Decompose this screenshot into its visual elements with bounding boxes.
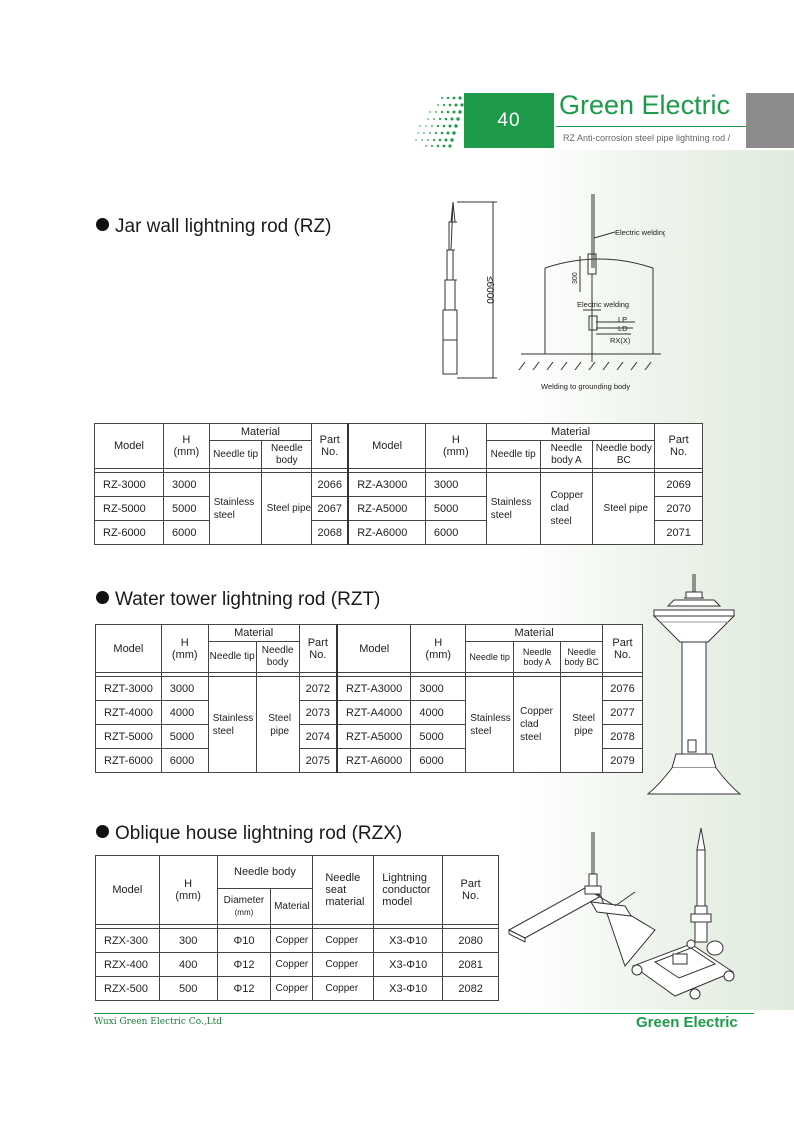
table-row: RZT-4000 4000 2073 RZT-A4000 4000 2077 bbox=[95, 700, 643, 725]
table-row: RZX-400 400 Φ12 Copper Copper X3-Φ10 208… bbox=[95, 952, 499, 977]
header-needle-body: Needle body bbox=[216, 855, 314, 889]
header-needle-body-bc: Needle body BC bbox=[560, 641, 604, 673]
header-material: Material bbox=[207, 624, 300, 642]
table-row: RZX-500 500 Φ12 Copper Copper X3-Φ10 208… bbox=[95, 976, 499, 1001]
header-dot-pattern bbox=[415, 96, 464, 148]
dim-300-label: 300 bbox=[572, 272, 579, 284]
header-gray-block bbox=[746, 93, 794, 148]
dim-height-label: ≤6000 bbox=[484, 276, 495, 304]
footer-brand: Green Electric bbox=[636, 1014, 738, 1031]
oblique-roof-illustration bbox=[507, 827, 735, 1000]
bullet-icon bbox=[96, 218, 109, 231]
label-electric-welding-top: Electric welding bbox=[615, 228, 665, 237]
label-electric-welding-mid: Electric welding bbox=[577, 300, 629, 309]
header-green-block bbox=[464, 93, 554, 148]
table-row: RZX-300 300 Φ10 Copper Copper X3-Φ10 208… bbox=[95, 928, 499, 953]
footer-divider bbox=[94, 1013, 754, 1014]
header-needle-body-a: Needle body A bbox=[539, 440, 594, 469]
table-row: RZT-3000 3000 Stainless steel Steel pipe… bbox=[95, 676, 643, 773]
material-needle-tip: Stainless steel bbox=[208, 472, 263, 545]
header-h-a: H(mm) bbox=[424, 423, 487, 469]
material-needle-body: Steel pipe bbox=[255, 676, 300, 773]
header-needle-body-bc: Needle body BC bbox=[592, 440, 656, 469]
material-needle-tip-a: Stainless steel bbox=[485, 472, 541, 545]
section-title-rzx: Oblique house lightning rod (RZX) bbox=[96, 823, 402, 845]
material-needle-body-a: Copper clad steel bbox=[539, 472, 594, 545]
material-needle-body-a: Copper clad steel bbox=[513, 676, 562, 773]
header-h: H(mm) bbox=[158, 855, 218, 925]
bullet-icon bbox=[96, 591, 109, 604]
header-needle-body-a: Needle body A bbox=[513, 641, 562, 673]
header-material-a: Material bbox=[465, 624, 604, 642]
rz-installation-diagram: ≤6000 300 Electric welding Electric weld… bbox=[442, 194, 665, 391]
header-material: Material bbox=[270, 888, 314, 925]
header-needle-body: Needle body bbox=[255, 641, 300, 673]
material-needle-tip: Stainless steel bbox=[207, 676, 257, 773]
rzx-spec-table: Model H(mm) Needle body Needle seat mate… bbox=[95, 855, 499, 1001]
table-row: RZ-3000 3000 Stainless steel Steel pipe … bbox=[93, 472, 703, 545]
label-lp: LP bbox=[618, 315, 627, 324]
header-brand: Green Electric bbox=[559, 90, 731, 120]
header-model-a: Model bbox=[336, 624, 412, 673]
section-title-rz: Jar wall lightning rod (RZ) bbox=[96, 216, 331, 238]
header-model-a: Model bbox=[347, 423, 426, 469]
page-number: 40 bbox=[497, 110, 521, 131]
water-tower-illustration bbox=[646, 574, 742, 795]
header-material-a: Material bbox=[485, 423, 656, 441]
bullet-icon bbox=[96, 825, 109, 838]
header-model: Model bbox=[93, 423, 165, 469]
header-divider bbox=[556, 126, 746, 127]
table-row: RZT-5000 5000 2074 RZT-A5000 5000 2078 bbox=[95, 724, 643, 749]
material-needle-body-bc: Steel pipe bbox=[560, 676, 604, 773]
footer-company: Wuxi Green Electric Co.,Ltd bbox=[94, 1017, 223, 1027]
header-material: Material bbox=[208, 423, 313, 441]
header-model: Model bbox=[95, 855, 160, 925]
label-grounding: Welding to grounding body bbox=[541, 382, 630, 391]
section-title-rzt: Water tower lightning rod (RZT) bbox=[96, 589, 380, 611]
label-rx: RX(X) bbox=[610, 336, 631, 345]
label-ld: LD bbox=[618, 324, 628, 333]
header-diameter: Diameter(mm) bbox=[216, 888, 272, 925]
header-needle-tip: Needle tip bbox=[208, 440, 263, 469]
table-row: RZ-6000 6000 2068 RZ-A6000 6000 2071 bbox=[93, 520, 703, 545]
material-needle-tip-a: Stainless steel bbox=[465, 676, 515, 773]
material-needle-body: Steel pipe bbox=[261, 472, 313, 545]
header-conductor: Lightning conductor model bbox=[373, 855, 444, 925]
header-needle-body: Needle body bbox=[261, 440, 313, 469]
header-h: H(mm) bbox=[163, 423, 210, 469]
table-row: RZT-6000 6000 2075 RZT-A6000 6000 2079 bbox=[95, 748, 643, 773]
header-needle-tip: Needle tip bbox=[207, 641, 257, 673]
background-decoration bbox=[520, 150, 794, 1010]
header-needle-tip-a: Needle tip bbox=[465, 641, 515, 673]
header-needle-tip-a: Needle tip bbox=[485, 440, 541, 469]
material-needle-body-bc: Steel pipe bbox=[592, 472, 656, 545]
header-model: Model bbox=[95, 624, 162, 673]
header-subtitle: RZ Anti-corrosion steel pipe lightning r… bbox=[563, 133, 731, 143]
header-h: H(mm) bbox=[160, 624, 209, 673]
header-h-a: H(mm) bbox=[410, 624, 467, 673]
header-needle-seat: Needle seat material bbox=[312, 855, 375, 925]
